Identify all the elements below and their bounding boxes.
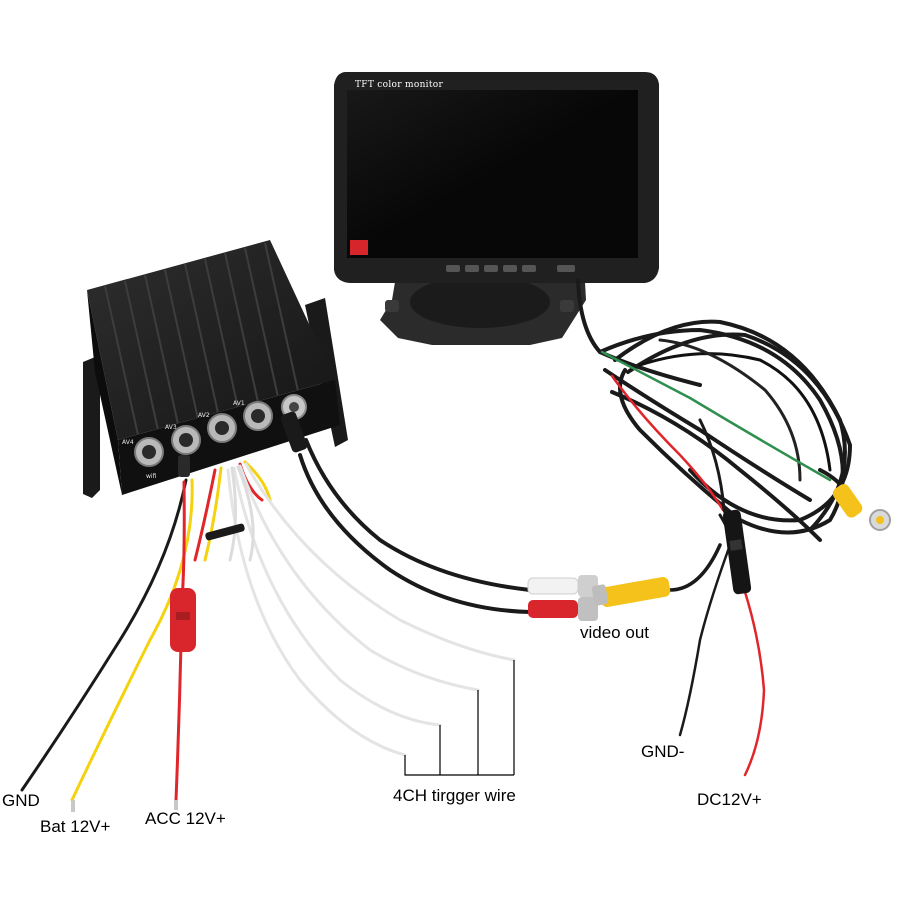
- label-bat-12v: Bat 12V+: [40, 817, 111, 836]
- screen-red-indicator: [350, 240, 368, 255]
- led-label: wifi: [146, 473, 157, 480]
- dvr-left-flange: [83, 355, 100, 498]
- label-video-out: video out: [580, 623, 649, 642]
- trigger-bracket: [404, 660, 515, 776]
- port-label-av4: AV4: [122, 439, 134, 446]
- monitor-screen-text: TFT color monitor: [355, 80, 444, 90]
- port-label-av3: AV3: [165, 424, 177, 431]
- label-acc-12v: ACC 12V+: [145, 809, 226, 828]
- inline-fuse-holder: [722, 509, 752, 595]
- rca-connectors: [527, 575, 671, 621]
- dvr-heat-fins: [104, 242, 299, 436]
- dvr-harness: [20, 460, 516, 802]
- port-labels: AV4 AV3 AV2 AV1 wifi: [122, 400, 245, 480]
- video-out-cable: [298, 438, 722, 614]
- mobile-dvr-box: AV4 AV3 AV2 AV1 wifi: [83, 240, 348, 498]
- label-gnd: GND: [2, 791, 40, 810]
- bat-wire: [70, 478, 194, 802]
- label-dc12v: DC12V+: [697, 790, 762, 809]
- label-4ch-trigger-wire: 4CH tirgger wire: [393, 786, 516, 805]
- trigger-wire-1: [226, 468, 407, 757]
- aviation-ports: [134, 394, 308, 467]
- port-label-av1: AV1: [233, 400, 245, 407]
- trigger-wire-3: [238, 464, 480, 692]
- acc-fuse-holder: [170, 588, 196, 652]
- monitor-buttons: [446, 265, 575, 272]
- label-gnd-minus: GND-: [641, 742, 685, 761]
- green-wire: [600, 350, 832, 482]
- monitor-cable-coil: [576, 278, 853, 542]
- monitor-stand-base: [410, 276, 550, 328]
- dvr-power-connector: [178, 455, 190, 477]
- trigger-wire-2: [232, 466, 442, 727]
- monitor-red-wire: [610, 374, 725, 512]
- zip-tie: [205, 523, 245, 541]
- monitor-yellow-rca: [832, 484, 891, 531]
- port-label-av2: AV2: [198, 412, 210, 419]
- dc12v-wire: [743, 590, 766, 777]
- tft-monitor: [334, 72, 659, 345]
- gnd-wire: [20, 478, 188, 792]
- trigger-wire-4: [244, 462, 516, 662]
- gnd-minus-wire: [678, 543, 732, 737]
